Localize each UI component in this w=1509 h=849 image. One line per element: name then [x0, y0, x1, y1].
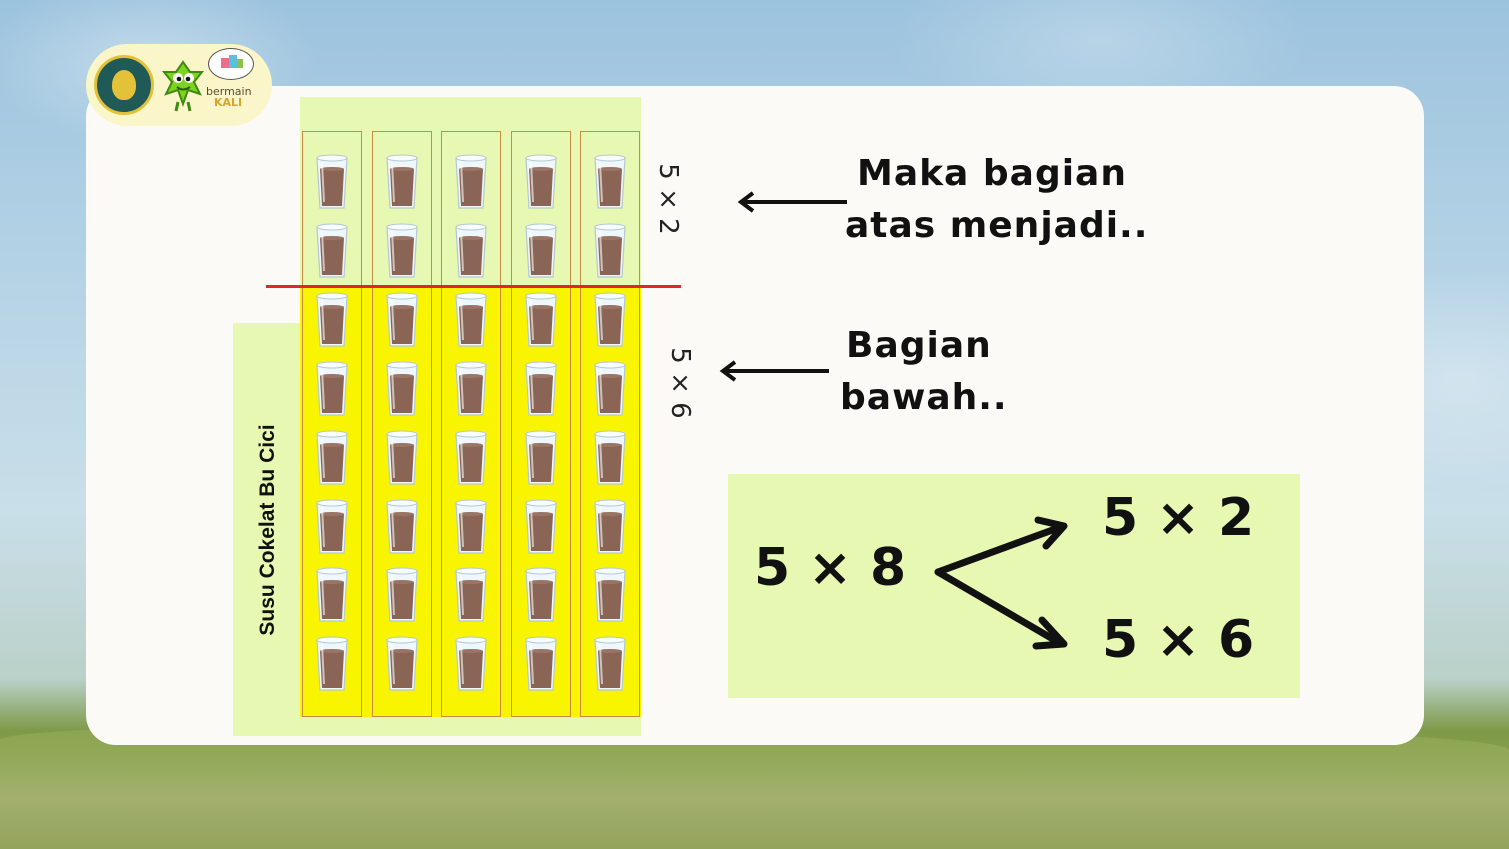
chocolate-milk-cup-icon	[525, 292, 557, 347]
chocolate-milk-cup-icon	[316, 361, 348, 416]
part-bottom-expression: 5 × 6	[1102, 610, 1255, 670]
side-label-text: Susu Cokelat Bu Cici	[256, 424, 279, 636]
chocolate-milk-cup-icon	[386, 636, 418, 691]
chocolate-milk-cup-icon	[316, 154, 348, 209]
chocolate-milk-cup-icon	[316, 636, 348, 691]
cup-column	[580, 131, 640, 717]
brand-name: bermain KALI	[206, 86, 252, 108]
split-line	[266, 285, 681, 288]
cup-column	[441, 131, 501, 717]
chocolate-milk-cup-icon	[455, 636, 487, 691]
chocolate-milk-cup-icon	[386, 430, 418, 485]
whole-expression: 5 × 8	[754, 538, 907, 598]
chocolate-milk-cup-icon	[455, 223, 487, 278]
cup-column	[302, 131, 362, 717]
chocolate-milk-cup-icon	[525, 499, 557, 554]
chocolate-milk-cup-icon	[455, 567, 487, 622]
chocolate-milk-cup-icon	[455, 499, 487, 554]
brand-line1: bermain	[206, 85, 252, 98]
chocolate-milk-cup-icon	[386, 154, 418, 209]
chocolate-milk-cup-icon	[316, 567, 348, 622]
cup-column	[511, 131, 571, 717]
decomposition-box	[728, 474, 1300, 698]
chocolate-milk-cup-icon	[455, 430, 487, 485]
brand-line2: KALI	[214, 96, 243, 109]
top-note-line1: Maka bagian	[857, 153, 1127, 194]
chocolate-milk-cup-icon	[594, 636, 626, 691]
ministry-emblem-icon	[94, 55, 154, 115]
chocolate-milk-cup-icon	[525, 361, 557, 416]
chocolate-milk-cup-icon	[594, 223, 626, 278]
bottom-note-line1: Bagian	[846, 325, 992, 366]
arrow-left-icon	[737, 191, 847, 213]
top-multiplication-text: 5 × 2	[653, 163, 683, 235]
mascot-icon	[161, 60, 205, 112]
chocolate-milk-cup-icon	[316, 223, 348, 278]
chocolate-milk-cup-icon	[455, 292, 487, 347]
chocolate-milk-cup-icon	[594, 292, 626, 347]
chocolate-milk-cup-icon	[455, 154, 487, 209]
chocolate-milk-cup-icon	[386, 499, 418, 554]
chocolate-milk-cup-icon	[525, 154, 557, 209]
chocolate-milk-cup-icon	[594, 499, 626, 554]
chocolate-milk-cup-icon	[386, 223, 418, 278]
bottom-note-line2: bawah..	[840, 377, 1008, 418]
chocolate-milk-cup-icon	[525, 567, 557, 622]
top-note-line2: atas menjadi..	[845, 205, 1149, 246]
cup-column	[372, 131, 432, 717]
top-note: Maka bagian atas menjadi..	[845, 148, 1148, 252]
bottom-multiplication-text: 5 × 6	[665, 347, 695, 419]
chocolate-milk-cup-icon	[316, 499, 348, 554]
chocolate-milk-cup-icon	[594, 154, 626, 209]
chocolate-milk-cup-icon	[386, 361, 418, 416]
chocolate-milk-cup-icon	[594, 361, 626, 416]
bottom-note: Bagian bawah..	[840, 320, 1008, 424]
part-top-expression: 5 × 2	[1102, 488, 1255, 548]
arrow-left-icon	[719, 360, 829, 382]
thought-bubble-icon	[208, 48, 254, 80]
chocolate-milk-cup-icon	[386, 567, 418, 622]
chocolate-milk-cup-icon	[316, 292, 348, 347]
chocolate-milk-cup-icon	[525, 636, 557, 691]
chocolate-milk-cup-icon	[386, 292, 418, 347]
chocolate-milk-cup-icon	[316, 430, 348, 485]
chocolate-milk-cup-icon	[525, 223, 557, 278]
split-arrows-icon	[934, 516, 1068, 650]
chocolate-milk-cup-icon	[455, 361, 487, 416]
chocolate-milk-cup-icon	[525, 430, 557, 485]
chocolate-milk-cup-icon	[594, 430, 626, 485]
chocolate-milk-cup-icon	[594, 567, 626, 622]
